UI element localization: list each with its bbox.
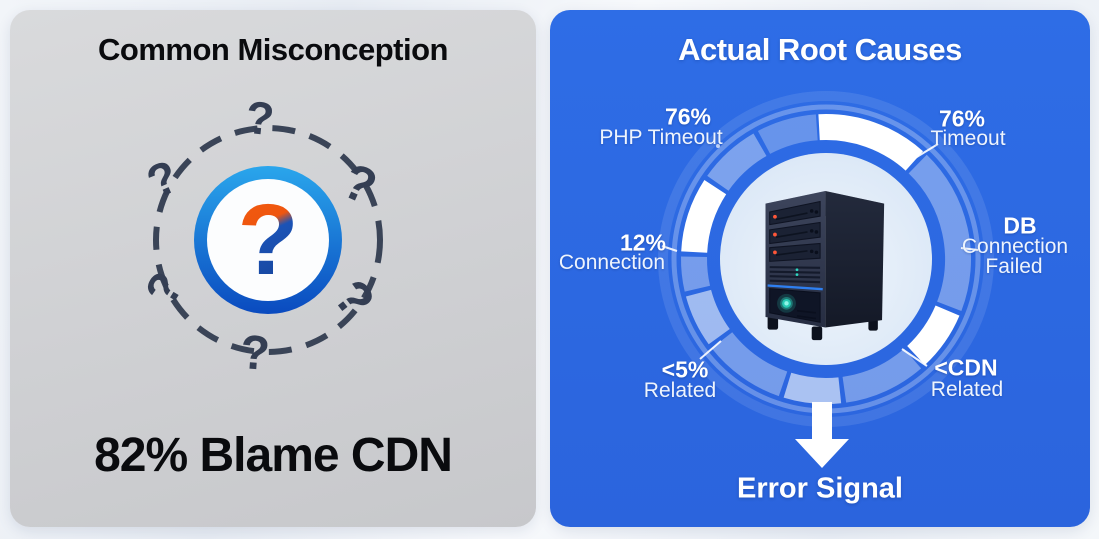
callout-db-line2: Failed (985, 255, 1043, 278)
dashed-circle (153, 125, 383, 355)
question-badge-glyph: ? (237, 184, 298, 296)
server-icon (765, 191, 885, 341)
leader-line-timeout (901, 143, 939, 167)
question-glyph-lower-left: ? (134, 263, 193, 314)
leader-lines (661, 143, 979, 367)
leader-line-related-left (699, 340, 722, 360)
callout-related-right-value: <CDN (934, 354, 998, 381)
callout-db-value: DB (1003, 212, 1037, 239)
error-signal-label: Error Signal (737, 472, 903, 505)
leader-line-connection (661, 245, 678, 252)
callout-timeout-label: Timeout (930, 127, 1006, 150)
callout-related-left-label: Related (643, 379, 717, 402)
left-panel-title: Common Misconception (98, 32, 448, 67)
callout-related-left-value: <5% (661, 356, 709, 383)
question-badge-face (207, 179, 329, 301)
leader-line-related-right (901, 348, 928, 367)
question-mark-icon: ? ? ? ? ? ? ? (134, 91, 386, 381)
callout-timeout-value: 76% (938, 105, 986, 132)
root-causes-ring (658, 91, 994, 468)
question-glyph-upper-right: ? (334, 152, 385, 216)
ring-segment (681, 113, 971, 404)
callout-db-line1: Connection (961, 235, 1069, 258)
root-causes-panel: Actual Root Causes (550, 10, 1090, 527)
ring-segment (681, 114, 971, 404)
ring-segment (681, 114, 971, 404)
question-glyph-upper-left: ? (139, 149, 186, 208)
ring-segment (681, 114, 971, 404)
ring-segment (681, 114, 971, 405)
leader-dot-php (716, 144, 720, 148)
callout-php-timeout-value: 76% (664, 103, 712, 130)
question-glyph-top: ? (243, 91, 276, 146)
leader-line-db (960, 247, 979, 251)
question-glyph-bottom: ? (238, 326, 271, 381)
question-glyph-lower-right: ? (323, 269, 386, 328)
callout-connection-value: 12% (619, 229, 667, 256)
callout-php-timeout-label: PHP Timeout (599, 126, 723, 149)
callout-related-right-label: Related (930, 378, 1004, 401)
misconception-stat: 82% Blame CDN (94, 429, 453, 482)
ring-segment (681, 114, 971, 404)
down-arrow-icon (795, 402, 849, 468)
misconception-panel: Common Misconception ? ? ? ? ? ? ? (10, 10, 536, 527)
right-panel-title: Actual Root Causes (678, 32, 962, 67)
ring-segment (681, 114, 971, 404)
callout-connection-label: Connection (558, 251, 666, 274)
